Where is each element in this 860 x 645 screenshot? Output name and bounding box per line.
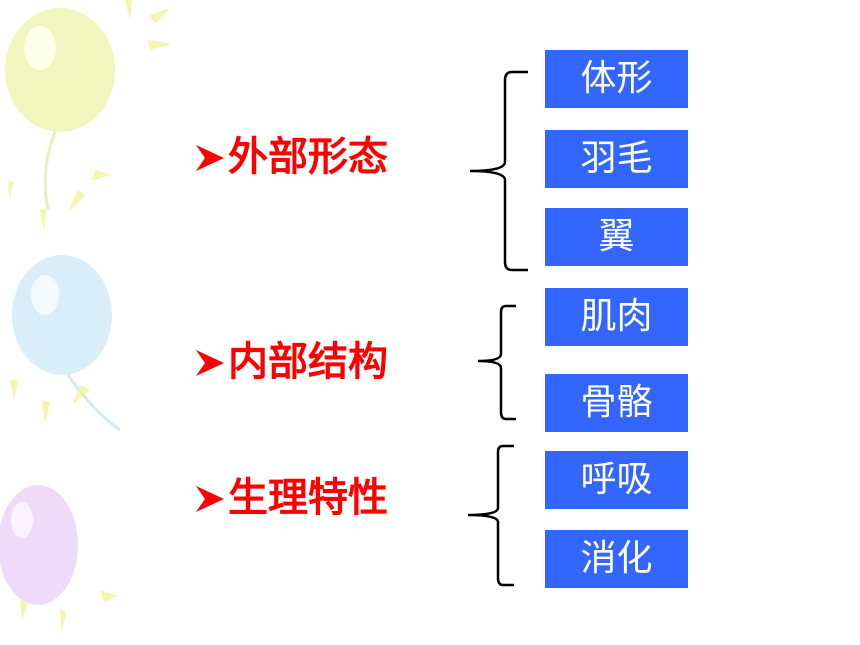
heading-physiology: 生理特性: [194, 474, 388, 522]
item-box: 羽毛: [545, 130, 688, 188]
balloon-blue: [12, 255, 121, 432]
arrow-bullet-icon: [196, 486, 224, 512]
balloon-yellow: [5, 8, 115, 211]
bracket-group-1: [469, 70, 528, 272]
item-box: 骨骼: [545, 374, 688, 432]
arrow-bullet-icon: [196, 145, 224, 171]
item-box: 消化: [545, 530, 688, 588]
heading-internal-structure: 内部结构: [194, 338, 388, 386]
item-box: 呼吸: [545, 451, 688, 509]
heading-label: 生理特性: [228, 475, 388, 521]
balloon-purple: [0, 485, 78, 605]
bracket-group-2: [477, 304, 516, 421]
heading-label: 内部结构: [228, 339, 388, 385]
item-box: 翼: [545, 208, 688, 266]
arrow-bullet-icon: [196, 350, 224, 376]
heading-external-form: 外部形态: [194, 133, 388, 181]
heading-label: 外部形态: [228, 134, 388, 180]
item-box: 体形: [545, 50, 688, 108]
item-box: 肌肉: [545, 288, 688, 346]
sun-rays: [8, 0, 172, 632]
bracket-group-3: [467, 444, 514, 587]
